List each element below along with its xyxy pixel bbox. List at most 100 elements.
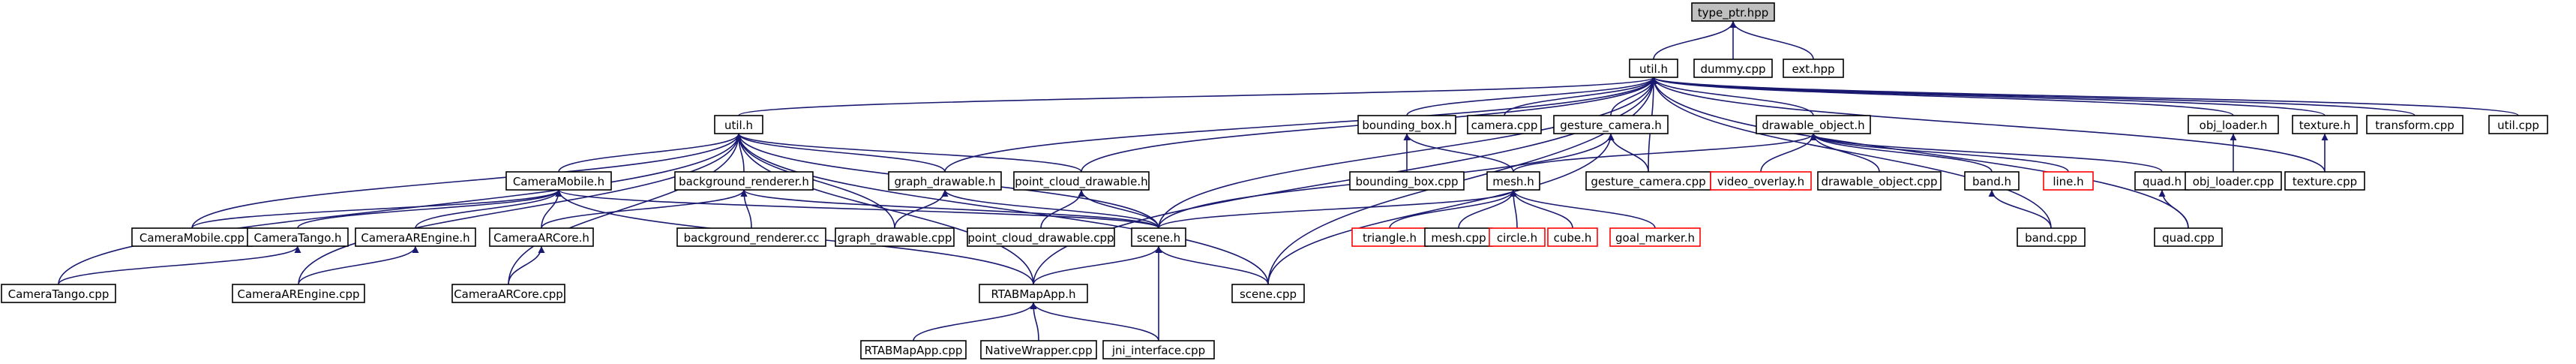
edge-CameraARCore_cpp-to-CameraARCore_h bbox=[508, 245, 545, 285]
node-point-cloud-drawable-cpp[interactable]: point_cloud_drawable.cpp bbox=[967, 227, 1115, 247]
node-camera-cpp[interactable]: camera.cpp bbox=[1467, 115, 1542, 134]
node-obj-loader-h[interactable]: obj_loader.h bbox=[2188, 115, 2279, 134]
node-scene-cpp[interactable]: scene.cpp bbox=[1231, 284, 1305, 303]
node-box bbox=[674, 171, 814, 191]
node-background-renderer-cc[interactable]: background_renderer.cc bbox=[676, 227, 826, 247]
node-transform-cpp[interactable]: transform.cpp bbox=[2366, 115, 2464, 134]
node-texture-cpp[interactable]: texture.cpp bbox=[2284, 171, 2365, 191]
node-label: scene.cpp bbox=[1240, 287, 1297, 301]
node-video-overlay-h[interactable]: video_overlay.h bbox=[1710, 171, 1812, 191]
node-label: scene.h bbox=[1137, 231, 1180, 245]
node-CameraTango-cpp[interactable]: CameraTango.cpp bbox=[1, 284, 116, 303]
node-box bbox=[2284, 171, 2365, 191]
edge-bounding_box_h-to-util_h bbox=[1406, 77, 1657, 116]
node-box bbox=[1691, 2, 1775, 22]
node-type-ptr[interactable]: type_ptr.hpp bbox=[1691, 2, 1775, 22]
node-label: util.cpp bbox=[2497, 119, 2539, 132]
node-box bbox=[714, 115, 763, 134]
node-label: graph_drawable.h bbox=[895, 175, 996, 189]
node-box bbox=[1489, 227, 1546, 247]
node-NativeWrapper-cpp[interactable]: NativeWrapper.cpp bbox=[980, 340, 1097, 359]
node-bounding-box-cpp[interactable]: bounding_box.cpp bbox=[1349, 171, 1465, 191]
edge-goal_marker_h-to-mesh_h bbox=[1510, 189, 1656, 229]
node-box bbox=[1547, 227, 1598, 247]
node-dummy-cpp[interactable]: dummy.cpp bbox=[1693, 59, 1773, 78]
node-obj-loader-cpp[interactable]: obj_loader.cpp bbox=[2185, 171, 2282, 191]
node-util-h2[interactable]: util.h bbox=[714, 115, 763, 134]
edge-graph_drawable_h-to-util_h2 bbox=[735, 133, 946, 173]
node-box bbox=[979, 284, 1088, 303]
node-box bbox=[2134, 171, 2190, 191]
node-graph-drawable-cpp[interactable]: graph_drawable.cpp bbox=[835, 227, 955, 247]
node-jni-interface-cpp[interactable]: jni_interface.cpp bbox=[1102, 340, 1215, 359]
node-box bbox=[676, 227, 826, 247]
node-label: type_ptr.hpp bbox=[1698, 6, 1769, 20]
edge-scene_h-to-mesh_h bbox=[1158, 189, 1517, 229]
node-label: circle.h bbox=[1497, 231, 1537, 245]
node-goal-marker-h[interactable]: goal_marker.h bbox=[1609, 227, 1701, 247]
node-gesture-camera-h[interactable]: gesture_camera.h bbox=[1553, 115, 1669, 134]
node-bounding-box-h[interactable]: bounding_box.h bbox=[1357, 115, 1456, 134]
node-util-h[interactable]: util.h bbox=[1629, 59, 1678, 78]
node-box bbox=[835, 227, 955, 247]
node-CameraARCore-cpp[interactable]: CameraARCore.cpp bbox=[451, 284, 565, 303]
node-box bbox=[1424, 227, 1493, 247]
node-point-cloud-drawable-h[interactable]: point_cloud_drawable.h bbox=[1013, 171, 1150, 191]
node-cube-h[interactable]: cube.h bbox=[1547, 227, 1598, 247]
node-quad-h[interactable]: quad.h bbox=[2134, 171, 2190, 191]
node-band-h[interactable]: band.h bbox=[1964, 171, 2020, 191]
edge-mesh_cpp-to-mesh_h bbox=[1458, 189, 1517, 229]
node-box bbox=[2017, 227, 2086, 247]
node-CameraTango-h[interactable]: CameraTango.h bbox=[247, 227, 349, 247]
node-box bbox=[1964, 171, 2020, 191]
node-gesture-camera-cpp[interactable]: gesture_camera.cpp bbox=[1585, 171, 1711, 191]
node-CameraAREngine-h[interactable]: CameraAREngine.h bbox=[355, 227, 476, 247]
edge-band_cpp-to-util_h bbox=[1650, 77, 2052, 229]
node-RTABMapApp-cpp[interactable]: RTABMapApp.cpp bbox=[860, 340, 967, 359]
node-ext-hpp[interactable]: ext.hpp bbox=[1783, 59, 1844, 78]
node-band-cpp[interactable]: band.cpp bbox=[2017, 227, 2086, 247]
node-util-cpp[interactable]: util.cpp bbox=[2488, 115, 2548, 134]
node-CameraARCore-h[interactable]: CameraARCore.h bbox=[489, 227, 594, 247]
edge-obj_loader_h-to-util_h bbox=[1650, 77, 2234, 116]
edge-RTABMapApp_cpp-to-RTABMapApp_h bbox=[913, 302, 1037, 341]
node-label: triangle.h bbox=[1363, 231, 1417, 245]
edge-scene_h-to-util_h bbox=[1158, 77, 1657, 229]
edge-line_h-to-drawable_object_h bbox=[1810, 133, 2069, 173]
node-quad-cpp[interactable]: quad.cpp bbox=[2154, 227, 2223, 247]
node-CameraMobile-cpp[interactable]: CameraMobile.cpp bbox=[131, 227, 253, 247]
node-graph-drawable-h[interactable]: graph_drawable.h bbox=[888, 171, 1002, 191]
node-box bbox=[1486, 171, 1540, 191]
node-background-renderer-h[interactable]: background_renderer.h bbox=[674, 171, 814, 191]
node-label: mesh.h bbox=[1492, 175, 1534, 188]
node-label: background_renderer.h bbox=[679, 175, 809, 189]
edge-util_h-to-type_ptr bbox=[1653, 20, 1737, 60]
node-circle-h[interactable]: circle.h bbox=[1489, 227, 1546, 247]
edge-CameraTango_cpp-to-CameraTango_h bbox=[58, 245, 301, 285]
node-CameraMobile-h[interactable]: CameraMobile.h bbox=[505, 171, 612, 191]
node-mesh-h[interactable]: mesh.h bbox=[1486, 171, 1540, 191]
node-box bbox=[2366, 115, 2464, 134]
node-triangle-h[interactable]: triangle.h bbox=[1351, 227, 1428, 247]
edge-graph_drawable_cpp-to-util_h2 bbox=[735, 133, 895, 229]
node-box bbox=[489, 227, 594, 247]
node-drawable-object-cpp[interactable]: drawable_object.cpp bbox=[1817, 171, 1942, 191]
edge-RTABMapApp_h-to-util_h2 bbox=[735, 133, 1034, 285]
node-CameraAREngine-cpp[interactable]: CameraAREngine.cpp bbox=[232, 284, 365, 303]
node-RTABMapApp-h[interactable]: RTABMapApp.h bbox=[979, 284, 1088, 303]
node-line-h[interactable]: line.h bbox=[2043, 171, 2094, 191]
node-box bbox=[860, 340, 967, 359]
node-box bbox=[1553, 115, 1669, 134]
node-texture-h[interactable]: texture.h bbox=[2292, 115, 2358, 134]
node-label: band.cpp bbox=[2025, 231, 2077, 245]
node-label: drawable_object.h bbox=[1762, 119, 1864, 133]
edge-quad_cpp-to-util_h bbox=[1650, 77, 2189, 229]
edge-util_h2-to-util_h bbox=[738, 77, 1657, 116]
edge-texture_h-to-util_h bbox=[1650, 77, 2326, 116]
node-label: band.h bbox=[1972, 175, 2011, 188]
node-label: texture.h bbox=[2299, 119, 2350, 132]
node-mesh-cpp[interactable]: mesh.cpp bbox=[1424, 227, 1493, 247]
node-scene-h[interactable]: scene.h bbox=[1131, 227, 1186, 247]
node-drawable-object-h[interactable]: drawable_object.h bbox=[1756, 115, 1871, 134]
edge-CameraAREngine_cpp-to-CameraAREngine_h bbox=[298, 245, 419, 285]
